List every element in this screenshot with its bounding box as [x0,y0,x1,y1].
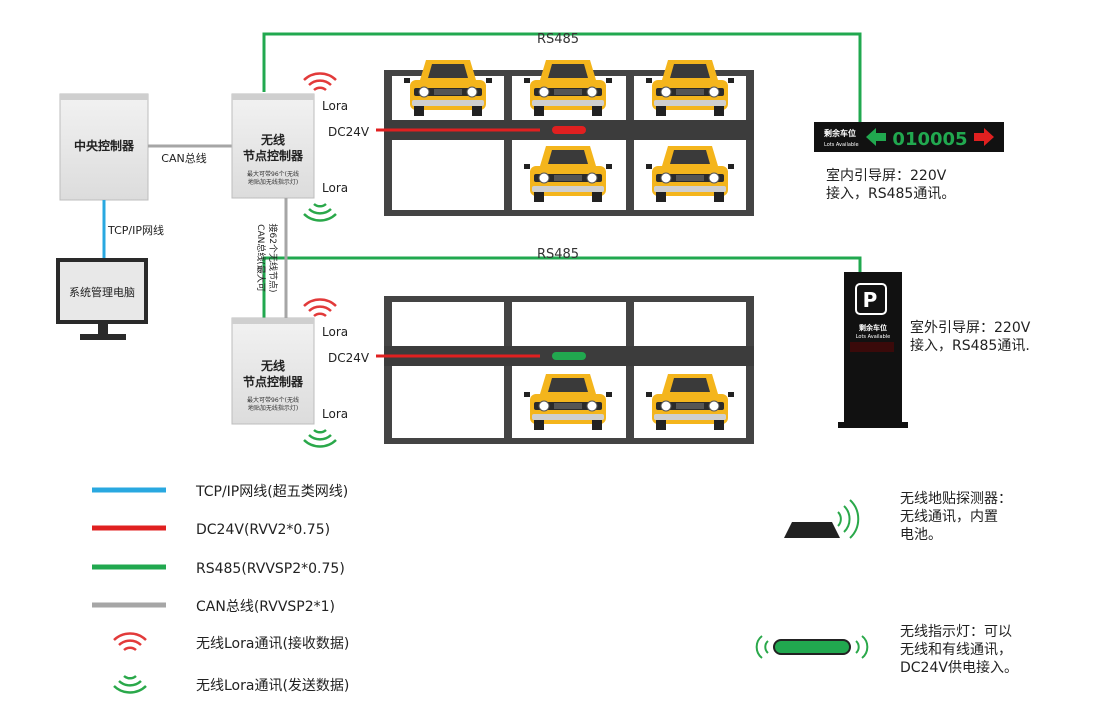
indicator-light-icon [773,639,851,655]
indoor-guidance-screen: 剩余车位 Lots Available 010005 室内引导屏：220V 接入… [814,122,1004,202]
car-icon [403,59,493,117]
legend-lora-recv-icon [112,632,148,652]
legend-lora-send: 无线Lora通讯(发送数据) [196,678,349,694]
node-controller-2: 无线 节点控制器 最大可带96个(无线 地贴加无线指示灯) [231,317,315,425]
node2-title1: 无线 [260,358,285,373]
outdoor-guidance-screen: P 剩余车位 Lots Available 室外引导屏：220V 接入，RS48… [838,272,1031,428]
system-pc-label: 系统管理电脑 [69,285,135,299]
indicator-line2: 无线和有线通讯， [900,642,1012,658]
rs485-top-line: RS485 [262,32,862,122]
dc24v-label-1: DC24V [328,125,370,139]
outdoor-screen-sub: Lots Available [856,334,891,340]
legend-lora-send-icon [112,674,148,694]
node2-title2: 节点控制器 [243,374,304,389]
ground-detector-icon [784,522,840,538]
legend-rs485: RS485(RVVSP2*0.75) [196,561,345,577]
can-vertical-label1: CAN总线(最大可 [255,224,267,292]
parking-p-icon [855,283,887,315]
lora-label-1b: Lora [322,181,348,195]
lora-label-1a: Lora [322,99,348,113]
indicator-line3: DC24V供电接入。 [900,659,1018,676]
legend-dc24v: DC24V(RVV2*0.75) [196,522,330,538]
car-icon [645,59,735,117]
system-pc-monitor: 系统管理电脑 [56,258,148,340]
rs485-top-label: RS485 [537,32,579,47]
indoor-screen-digits: 010005 [892,129,967,150]
lora-label-2b: Lora [322,407,348,421]
indicator-section: 无线指示灯：可以 无线和有线通讯， DC24V供电接入。 [755,624,1018,676]
detector-line1: 无线地贴探测器： [900,491,1012,507]
lora-send-icon-2 [302,428,338,448]
outdoor-digit-display [850,342,894,352]
legend-lora-recv: 无线Lora通讯(接收数据) [196,635,349,652]
indicator-light-red [552,126,586,134]
indoor-screen-caption2: 接入，RS485通讯。 [826,185,955,202]
car-icon [645,373,735,431]
arrow-right-icon [974,128,994,146]
car-icon [523,145,613,203]
node1-note1: 最大可带96个(无线 [247,170,299,178]
node-controller-1: 无线 节点控制器 最大可带96个(无线 地贴加无线指示灯) [231,93,315,199]
rs485-bottom-label: RS485 [537,247,579,262]
legend-tcpip: TCP/IP网线(超五类网线) [195,484,348,500]
central-controller: 中央控制器 [59,93,149,201]
parking-rack-1 [376,59,754,216]
outdoor-screen-caption2: 接入，RS485通讯. [910,337,1030,354]
legend: TCP/IP网线(超五类网线) DC24V(RVV2*0.75) RS485(R… [92,484,349,694]
node2-note2: 地贴加无线指示灯) [248,404,298,412]
parking-rack-2 [376,296,754,444]
lora-recv-icon-2 [302,298,338,318]
parking-p-glyph: P [863,288,878,312]
detector-line2: 无线通讯，内置 [900,509,998,525]
outdoor-screen-caption1: 室外引导屏：220V [910,319,1031,336]
indicator-light-green [552,352,586,360]
dc24v-label-2: DC24V [328,351,370,365]
lora-send-icon-1 [302,202,338,222]
outdoor-screen-label: 剩余车位 [859,323,887,332]
arrow-left-icon [866,128,886,146]
central-controller-label: 中央控制器 [74,138,135,153]
car-icon [523,59,613,117]
indoor-screen-caption1: 室内引导屏：220V [826,167,947,184]
tcpip-label: TCP/IP网线 [107,223,164,237]
node1-title1: 无线 [260,132,285,147]
indoor-screen-label: 剩余车位 [824,128,856,138]
node1-note2: 地贴加无线指示灯) [248,178,298,186]
rs485-bottom-line: RS485 [262,247,862,318]
can-bus-label: CAN总线 [161,151,206,165]
detector-line3: 电池。 [900,527,942,543]
lora-label-2a: Lora [322,325,348,339]
can-vertical-label2: 接62个无线节点) [267,224,279,293]
lora-recv-icon-1 [302,72,338,92]
legend-can: CAN总线(RVVSP2*1) [196,599,335,615]
detector-section: 无线地贴探测器： 无线通讯，内置 电池。 [784,491,1012,543]
indoor-screen-sub: Lots Available [824,142,859,148]
node1-title2: 节点控制器 [243,148,304,163]
indicator-line1: 无线指示灯：可以 [900,624,1012,640]
car-icon [523,373,613,431]
node2-note1: 最大可带96个(无线 [247,396,299,404]
car-icon [645,145,735,203]
